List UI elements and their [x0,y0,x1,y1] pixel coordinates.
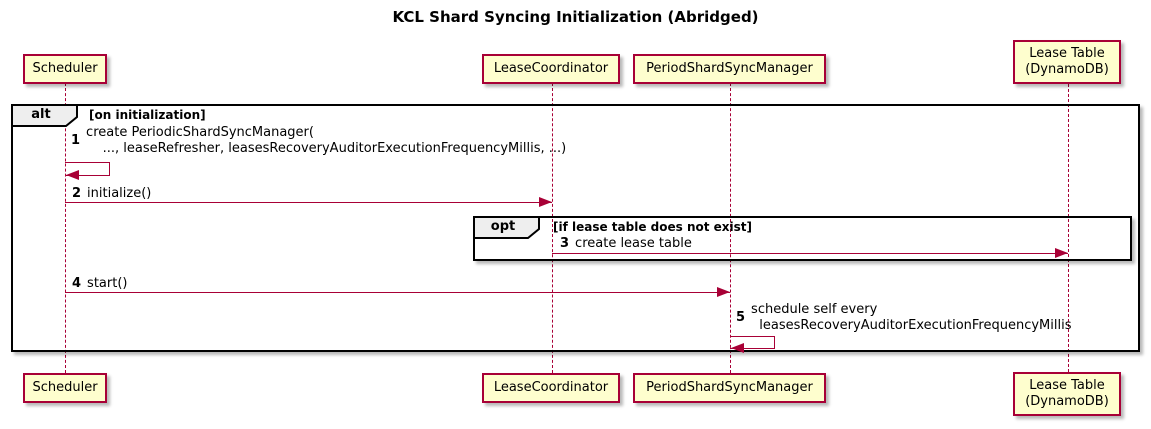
participant-label: LeaseCoordinator [493,380,609,395]
lifeline-period-shard-sync-manager [730,83,731,373]
message-5-number: 5 [736,310,746,325]
message-5-arrowhead [731,343,744,353]
participant-bottom-lease-table: Lease Table (DynamoDB) [1013,372,1121,416]
participant-label: Lease Table (DynamoDB) [1025,378,1109,409]
message-2-line [65,202,552,203]
participant-bottom-scheduler: Scheduler [23,373,107,403]
lifeline-scheduler [65,83,66,373]
message-1-label: 1 create PeriodicShardSyncManager( ..., … [71,125,566,157]
participant-top-period-shard-sync-manager: PeriodShardSyncManager [633,54,826,84]
participant-label: LeaseCoordinator [493,61,609,76]
alt-frame-pentagon [11,104,78,127]
participant-label: PeriodShardSyncManager [646,380,813,395]
participant-bottom-lease-coordinator: LeaseCoordinator [482,373,620,403]
message-4-line [65,292,730,293]
message-3-label: 3 create lease table [560,236,692,252]
message-3-number: 3 [560,236,570,251]
alt-frame: alt [on initialization] [11,104,1140,352]
participant-bottom-period-shard-sync-manager: PeriodShardSyncManager [633,373,826,403]
message-3-text: create lease table [575,236,692,251]
message-1-self-arrow [65,162,110,176]
message-3-line [552,253,1068,254]
opt-frame-keyword: opt [490,219,516,234]
message-5-self-arrow [730,336,775,349]
lifeline-lease-table [1068,84,1069,372]
message-1-number: 1 [71,133,81,148]
message-2-text: initialize() [87,186,152,201]
message-3-arrowhead [1055,248,1068,258]
message-4-label: 4 start() [72,276,127,292]
message-2-number: 2 [72,186,82,201]
message-2-label: 2 initialize() [72,186,151,202]
participant-top-lease-coordinator: LeaseCoordinator [482,54,620,84]
message-1-arrowhead [66,170,79,180]
opt-frame: opt [if lease table does not exist] [473,216,1132,261]
participant-label: PeriodShardSyncManager [646,61,813,76]
message-4-number: 4 [72,276,82,291]
message-5-label: 5 schedule self every leasesRecoveryAudi… [736,302,1072,334]
message-1-text: create PeriodicShardSyncManager( ..., le… [86,125,567,156]
participant-top-scheduler: Scheduler [23,54,107,84]
message-2-arrowhead [539,197,552,207]
participant-label: Scheduler [32,61,98,76]
participant-top-lease-table: Lease Table (DynamoDB) [1013,40,1121,84]
participant-label: Scheduler [32,380,98,395]
opt-frame-condition: [if lease table does not exist] [553,220,753,234]
participant-label: Lease Table (DynamoDB) [1025,46,1109,77]
lifeline-lease-coordinator [552,83,553,373]
diagram-title: KCL Shard Syncing Initialization (Abridg… [392,8,759,26]
alt-frame-condition: [on initialization] [89,108,206,122]
alt-frame-keyword: alt [31,107,51,122]
message-4-text: start() [87,276,128,291]
message-5-text: schedule self every leasesRecoveryAudito… [751,302,1072,333]
opt-frame-pentagon [473,216,540,239]
message-4-arrowhead [717,287,730,297]
